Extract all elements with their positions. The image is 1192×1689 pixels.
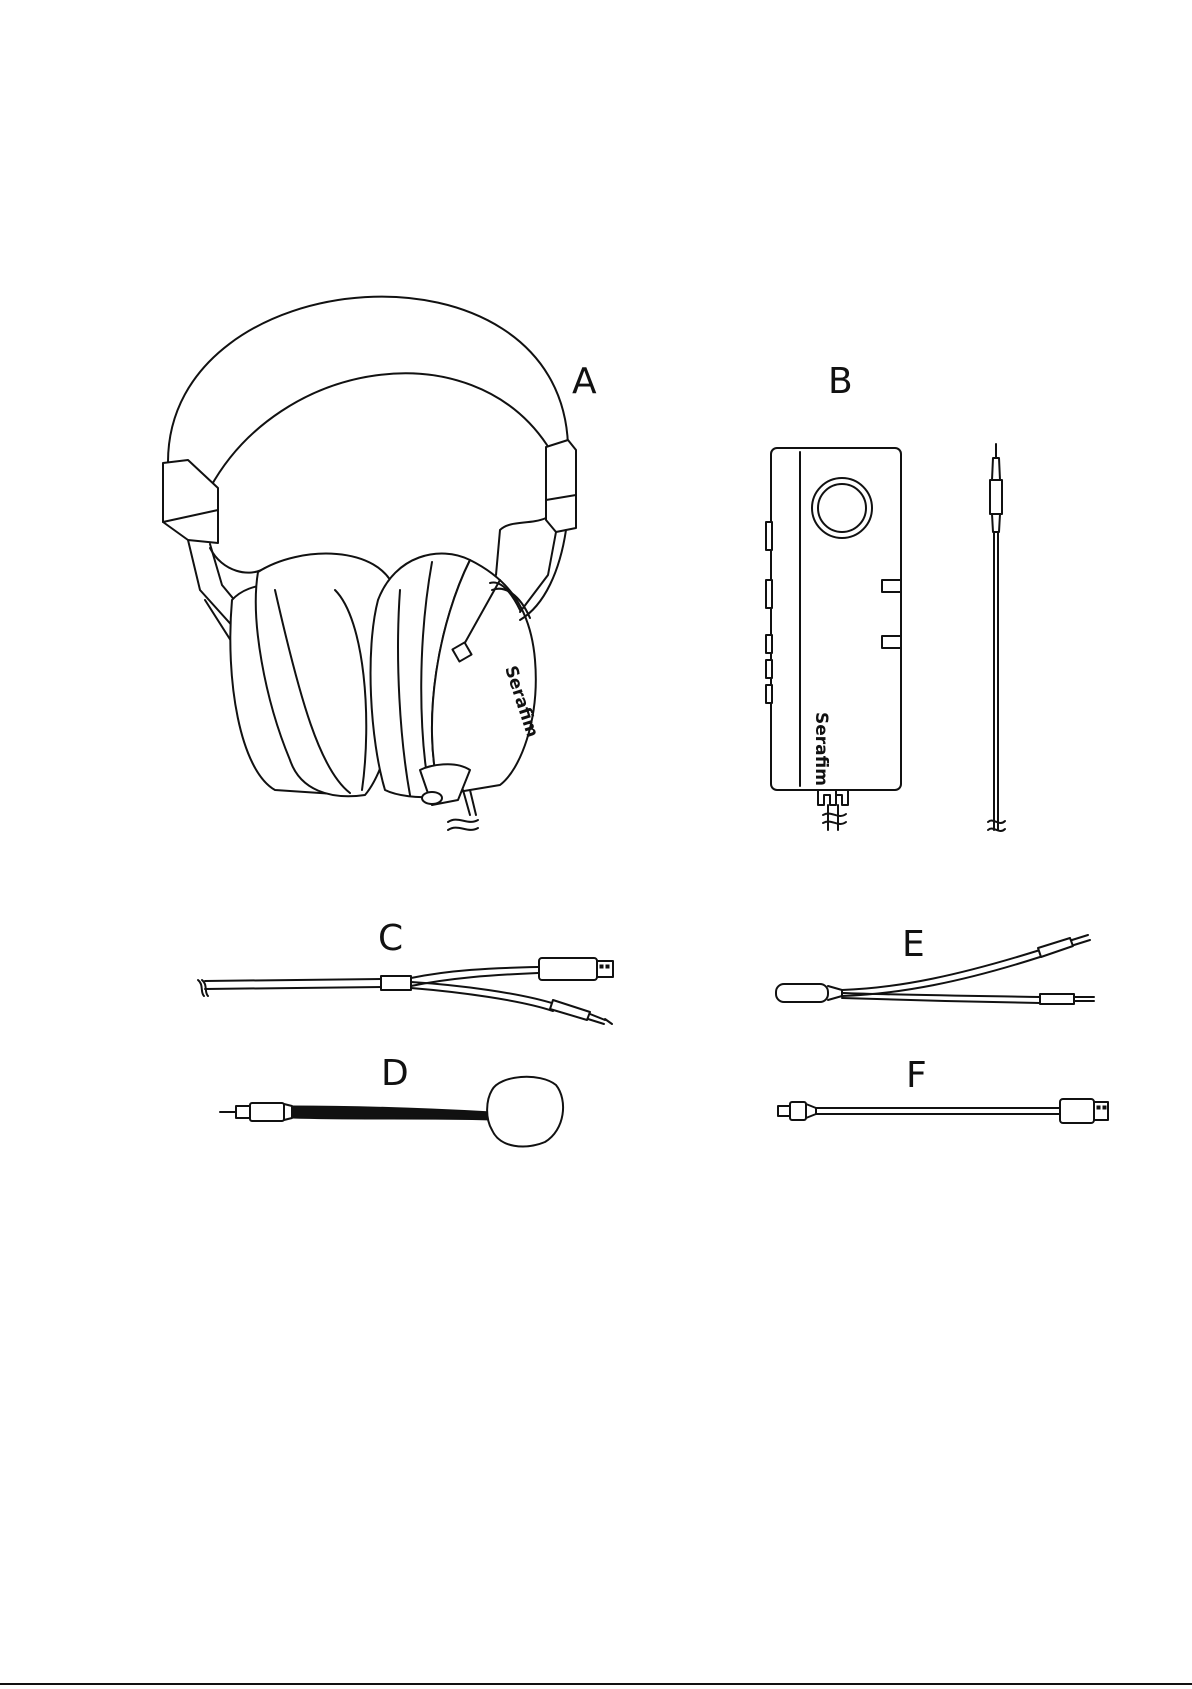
side-button-4 [766, 660, 772, 678]
side-button-1 [766, 522, 772, 550]
item-label-e: E [902, 924, 925, 965]
control-box-illustration: Serafim B [766, 361, 1005, 831]
side-button-2 [766, 580, 772, 608]
item-label-d: D [381, 1053, 409, 1094]
splitter-joint [381, 976, 411, 990]
audio-extension-cable [988, 444, 1005, 831]
side-button-3 [766, 635, 772, 653]
splitter-cable-illustration: C [198, 918, 613, 1024]
control-dial [812, 478, 872, 538]
mic-gooseneck [292, 1106, 492, 1120]
side-button-5 [766, 685, 772, 703]
left-slider [163, 460, 218, 543]
boom-microphone-illustration: D [220, 1053, 563, 1146]
micro-usb-plug-f [790, 1102, 806, 1120]
audio-plug-b [990, 480, 1002, 514]
item-label-c: C [378, 918, 403, 959]
mic-plug [250, 1103, 284, 1121]
audio-plug-e1 [1038, 938, 1073, 957]
usb-plug-f [1060, 1099, 1094, 1123]
headband-outer [168, 297, 568, 462]
control-box-brand-text: Serafim [811, 712, 831, 786]
y-splitter-illustration: E [776, 924, 1094, 1004]
female-socket-e [776, 984, 828, 1002]
side-tab-2 [882, 636, 901, 648]
item-label-b: B [828, 361, 853, 402]
audio-plug-c [550, 1000, 590, 1020]
mic-foam-windscreen [487, 1077, 563, 1147]
usb-plug-c [539, 958, 597, 980]
right-slider [546, 440, 576, 532]
usb-cable-illustration: F [778, 1055, 1108, 1123]
item-label-f: F [906, 1055, 927, 1096]
side-tab-1 [882, 580, 901, 592]
headset-illustration: Serafim A [163, 297, 597, 830]
headband-inner [210, 373, 547, 488]
audio-plug-e2 [1040, 994, 1074, 1004]
item-label-a: A [572, 361, 597, 402]
